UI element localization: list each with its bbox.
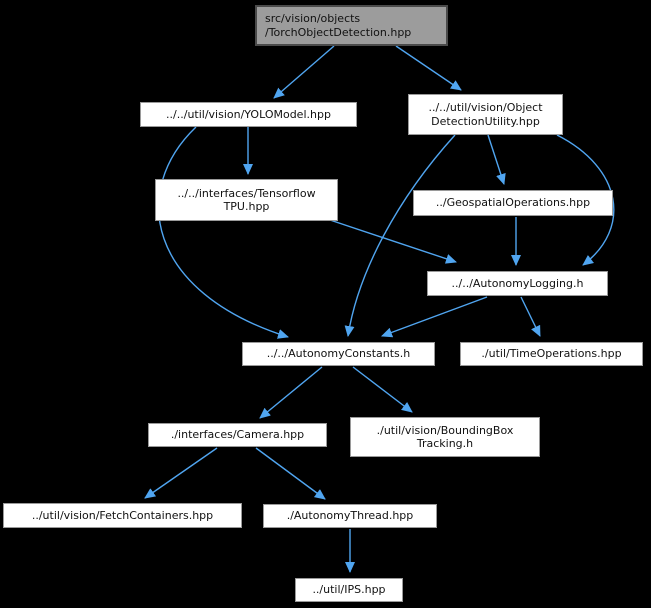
edge-constants-bbox [352, 366, 413, 413]
node-camera[interactable]: ./interfaces/Camera.hpp [148, 423, 327, 447]
edge-tpu-logging [329, 219, 457, 264]
node-autonomy-thread[interactable]: ./AutonomyThread.hpp [263, 504, 437, 528]
edge-torch-odu [395, 45, 462, 91]
node-geospatial-operations[interactable]: ../GeospatialOperations.hpp [413, 190, 613, 216]
node-tensorflow-tpu[interactable]: ../../interfaces/Tensorflow TPU.hpp [155, 179, 338, 221]
node-autonomy-constants[interactable]: ../../AutonomyConstants.h [242, 342, 435, 366]
node-ips[interactable]: ../util/IPS.hpp [295, 578, 403, 602]
node-object-detection-utility[interactable]: ../../util/vision/Object DetectionUtilit… [408, 94, 563, 135]
node-fetch-containers[interactable]: ../util/vision/FetchContainers.hpp [3, 503, 242, 528]
node-bounding-box-tracking[interactable]: ./util/vision/BoundingBox Tracking.h [350, 417, 540, 457]
edge-camera-thread [255, 447, 326, 500]
edge-logging-timeops [520, 296, 541, 337]
edge-torch-yolo [273, 45, 335, 99]
edge-constants-camera [259, 366, 323, 419]
node-time-operations[interactable]: ./util/TimeOperations.hpp [460, 342, 643, 366]
edge-logging-constants [381, 296, 488, 338]
edge-yolo-constants [157, 126, 289, 339]
edge-odu-constants [344, 134, 456, 337]
edge-odu-geo [487, 134, 506, 185]
node-autonomy-logging[interactable]: ../../AutonomyLogging.h [427, 271, 608, 296]
node-torch-object-detection[interactable]: src/vision/objects /TorchObjectDetection… [255, 5, 448, 46]
node-yolo-model[interactable]: ../../util/vision/YOLOModel.hpp [140, 102, 357, 127]
edge-camera-fetch [144, 447, 218, 499]
